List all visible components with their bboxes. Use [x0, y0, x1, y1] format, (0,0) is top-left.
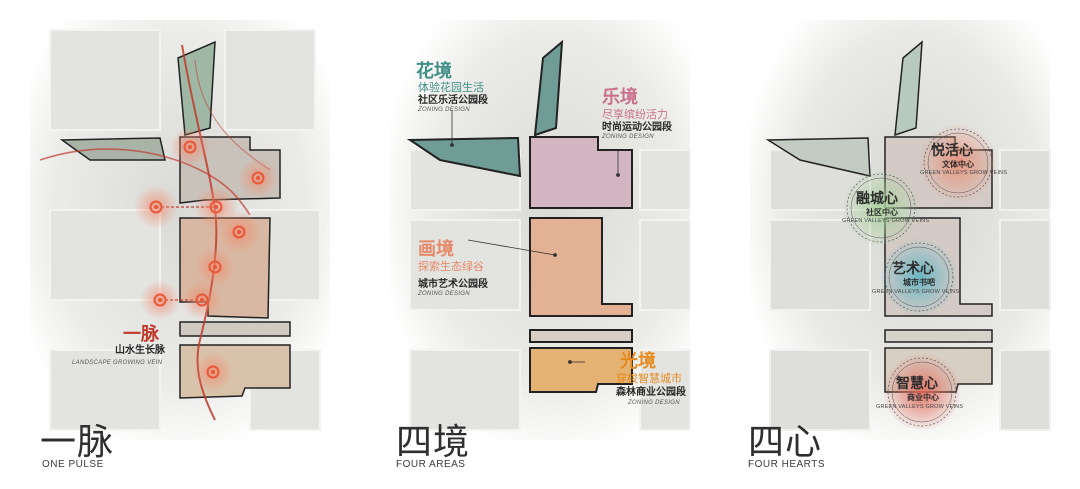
area-name-guangjing: 光境 [620, 351, 656, 371]
heart-zhihui-circle [884, 354, 960, 430]
zone-huajing-north [533, 39, 564, 137]
zone-river [529, 329, 633, 343]
zone-north-strip [177, 40, 216, 136]
pulse-nodes [134, 127, 278, 392]
heart-eng-zhihui: GREEN VALLEYS GROW VEINS [876, 404, 964, 410]
area-desc-huajing: 体验花园生活 [418, 82, 484, 94]
heart-name-yuehuo: 悦活心 [931, 142, 973, 158]
area-desc-lejing: 尽享缤纷活力 [602, 109, 668, 121]
panel-four-hearts: 悦活心 文体中心 GREEN VALLEYS GROW VEINS 融城心 社区… [730, 0, 1070, 489]
zone-river [884, 329, 993, 343]
heart-sub-rongcheng: 社区中心 [866, 208, 898, 217]
area-desc-huajing-art: 探索生态绿谷 [418, 261, 484, 273]
leader-lines [450, 110, 620, 364]
heart-yishu-circle [881, 239, 957, 315]
area-park-huajing-art: 城市艺术公园段 [418, 279, 488, 290]
pulse-label-english: LANDSCAPE GROWING VEIN [72, 360, 163, 366]
heart-rongcheng-circle [843, 170, 919, 246]
zone-north-strip [894, 40, 923, 137]
heart-name-yishu: 艺术心 [892, 260, 934, 276]
panel-title-en: FOUR HEARTS [748, 459, 825, 470]
heart-sub-yuehuo: 文体中心 [942, 160, 974, 169]
panel-one-pulse: 一脉 山水生长脉 LANDSCAPE GROWING VEIN 一脉 ONE P… [10, 0, 350, 489]
panel-four-areas: 花境 体验花园生活 社区乐活公园段 ZONING DESIGN 乐境 尽享缤纷活… [370, 0, 710, 489]
panel-title-cn: 四境 [396, 421, 471, 462]
heart-yuehuo-circle [920, 125, 996, 201]
panel-title-cn: 四心 [748, 421, 823, 462]
pulse-label-subtitle: 山水生长脉 [115, 345, 165, 356]
area-eng-lejing: ZONING DESIGN [602, 134, 654, 140]
pulse-map [30, 20, 330, 440]
zone-lejing [529, 136, 633, 209]
heart-eng-rongcheng: GREEN VALLEYS GROW VEINS [842, 218, 930, 224]
area-desc-guangjing: 穿梭智慧城市 [616, 373, 682, 385]
area-eng-huajing: ZONING DESIGN [418, 107, 470, 113]
heart-name-zhihui: 智慧心 [896, 375, 938, 391]
area-park-lejing: 时尚运动公园段 [602, 122, 672, 133]
heart-sub-yishu: 城市书吧 [903, 278, 935, 287]
area-park-guangjing: 森林商业公园段 [616, 387, 686, 398]
heart-eng-yishu: GREEN VALLEYS GROW VEINS [872, 289, 960, 295]
heart-sub-zhihui: 商业中心 [907, 393, 939, 402]
panel-title-en: ONE PULSE [42, 459, 104, 470]
panel-title-en: FOUR AREAS [396, 459, 466, 470]
zone-river-strip [179, 321, 291, 337]
panel-title-cn: 一脉 [40, 421, 115, 462]
zone-huajing-west [406, 136, 522, 178]
area-name-huajing: 花境 [416, 61, 452, 81]
zone-huajing-art [529, 217, 633, 317]
zone-guangjing [529, 347, 633, 393]
area-park-huajing: 社区乐活公园段 [418, 95, 488, 106]
heart-eng-yuehuo: GREEN VALLEYS GROW VEINS [920, 170, 1008, 176]
area-eng-guangjing: ZONING DESIGN [628, 400, 680, 406]
heart-name-rongcheng: 融城心 [856, 190, 898, 206]
area-eng-huajing-art: ZONING DESIGN [418, 291, 470, 297]
area-name-huajing-art: 画境 [418, 239, 454, 259]
hearts-map [750, 20, 1051, 440]
pulse-label-name: 一脉 [123, 324, 159, 344]
city-blocks [49, 29, 321, 431]
area-name-lejing: 乐境 [602, 87, 638, 107]
areas-map [390, 20, 691, 440]
